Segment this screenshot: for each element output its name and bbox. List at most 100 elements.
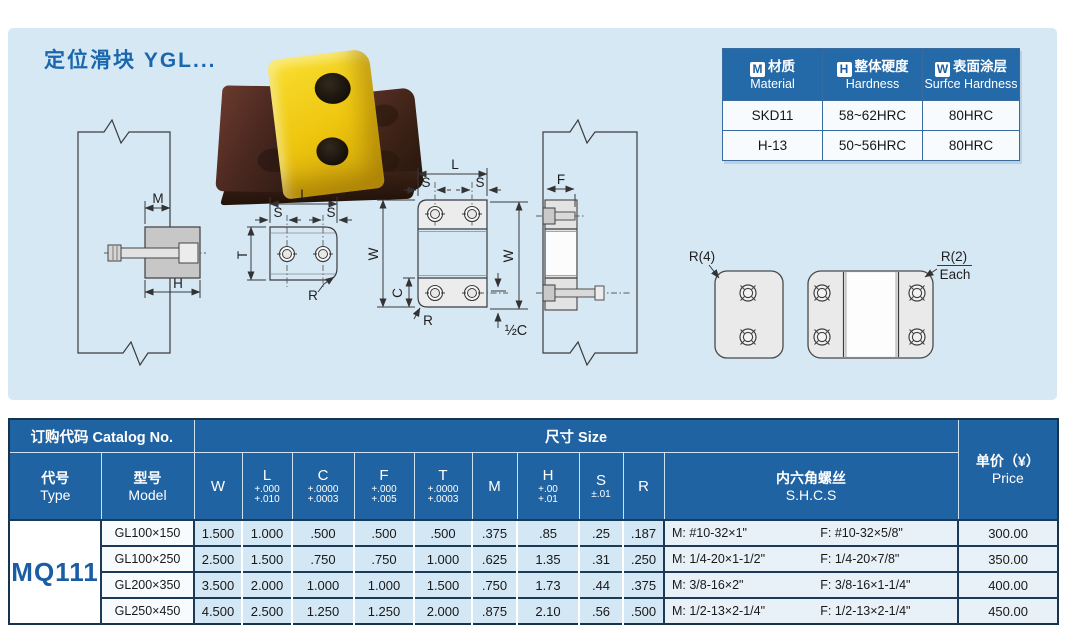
type-header: 代号 Type xyxy=(8,452,102,521)
hardness-en: Hardness xyxy=(845,77,900,91)
t-cell: 2.000 xyxy=(413,597,472,624)
s-cell: .56 xyxy=(578,597,623,624)
label-L: L xyxy=(451,157,459,172)
w-cell: 2.500 xyxy=(193,545,242,572)
label-R: R xyxy=(423,313,433,328)
col-c: C +.0000+.0003 xyxy=(291,452,355,521)
dim-L: L xyxy=(417,157,488,196)
hardness-cell: 50~56HRC xyxy=(822,130,923,161)
label-S: S xyxy=(326,205,335,220)
price-header-zh: 单价（¥） xyxy=(975,453,1040,469)
price-cell: 300.00 xyxy=(957,519,1059,546)
m-cell: .625 xyxy=(471,545,517,572)
label-C: C xyxy=(390,288,405,298)
dim-R: R xyxy=(412,307,433,328)
shcs-cell: M: 3/8-16×2"F: 3/8-16×1-1/4" xyxy=(662,571,960,598)
material-row: H-13 50~56HRC 80HRC xyxy=(722,130,1020,161)
surface-icon: W xyxy=(935,62,950,77)
col-r: R xyxy=(622,452,665,521)
size-table-header-row-1: 订购代码 Catalog No. 尺寸 Size 单价（¥） Price xyxy=(8,418,1059,521)
model-header: 型号 Model xyxy=(100,452,195,521)
s-cell: .31 xyxy=(578,545,623,572)
label-each: Each xyxy=(940,267,971,282)
col-shcs: 内六角螺丝 S.H.C.S xyxy=(663,452,959,521)
c-cell: 1.250 xyxy=(291,597,354,624)
l-cell: 2.500 xyxy=(241,597,292,624)
price-header-en: Price xyxy=(991,470,1024,486)
label-S: S xyxy=(421,175,430,190)
w-cell: 1.500 xyxy=(193,519,242,546)
w-cell: 3.500 xyxy=(193,571,242,598)
size-header: 尺寸 Size xyxy=(193,418,959,453)
model-cell: GL200×350 xyxy=(100,571,195,598)
col-s: S ±.01 xyxy=(578,452,624,521)
size-table-header-row-2: 代号 Type 型号 Model W L +.000+.010 C +.0000… xyxy=(8,452,1058,521)
dim-W-right: W xyxy=(490,201,528,310)
col-w: W xyxy=(193,452,243,521)
price-cell: 400.00 xyxy=(957,571,1059,598)
label-S: S xyxy=(475,175,484,190)
f-cell: .750 xyxy=(353,545,414,572)
block-single xyxy=(714,270,784,359)
h-cell: 1.73 xyxy=(516,571,579,598)
crosshair-hole xyxy=(813,328,831,346)
model-cell: GL100×150 xyxy=(100,519,195,546)
col-h: H +.00+.01 xyxy=(516,452,580,521)
view-front: L S S W C R xyxy=(366,157,528,339)
surface-en: Surfce Hardness xyxy=(924,77,1018,91)
shcs-cell: M: 1/2-13×2-1/4"F: 1/2-13×2-1/4" xyxy=(662,597,960,624)
h-cell: 1.35 xyxy=(516,545,579,572)
h-cell: 2.10 xyxy=(516,597,579,624)
col-l: L +.000+.010 xyxy=(241,452,293,521)
material-en: Material xyxy=(750,77,795,91)
crosshair-hole xyxy=(908,328,926,346)
dim-M: M xyxy=(144,191,171,224)
r-cell: .250 xyxy=(622,545,664,572)
label-R4: R(4) xyxy=(689,249,715,264)
label-S: S xyxy=(273,205,282,220)
l-cell: 1.500 xyxy=(241,545,292,572)
hardness-zh: 整体硬度 xyxy=(854,59,909,74)
s-cell: .25 xyxy=(578,519,623,546)
col-t: T +.0000+.0003 xyxy=(413,452,473,521)
model-cell: GL250×450 xyxy=(100,597,195,624)
label-F: F xyxy=(557,172,565,187)
material-zh: 材质 xyxy=(768,59,795,74)
c-cell: .750 xyxy=(291,545,354,572)
label-M: M xyxy=(152,191,163,206)
label-T: T xyxy=(235,251,250,259)
view-side-screws: F xyxy=(536,118,638,367)
material-row: SKD11 58~62HRC 80HRC xyxy=(722,100,1020,131)
label-half-C: ½C xyxy=(505,323,528,339)
dim-L: L xyxy=(269,187,338,223)
h-cell: .85 xyxy=(516,519,579,546)
f-cell: .500 xyxy=(353,519,414,546)
screw-hole xyxy=(276,245,298,263)
col-m: M xyxy=(471,452,518,521)
screw-hole xyxy=(312,245,334,263)
surface-cell: 80HRC xyxy=(922,130,1020,161)
screw xyxy=(107,242,199,264)
crosshair-hole xyxy=(908,284,926,302)
label-W: W xyxy=(501,249,516,262)
r-cell: .375 xyxy=(622,571,664,598)
page-title: 定位滑块 YGL... xyxy=(44,49,217,72)
r-cell: .500 xyxy=(622,597,664,624)
s-cell: .44 xyxy=(578,571,623,598)
label-W: W xyxy=(366,247,381,260)
screw xyxy=(536,207,585,225)
t-cell: 1.500 xyxy=(413,571,472,598)
detail-blocks: R(4) R(2) Each xyxy=(689,249,972,359)
table-row: GL250×450 4.500 2.500 1.250 1.250 2.000 … xyxy=(9,597,1059,624)
price-cell: 350.00 xyxy=(957,545,1059,572)
l-cell: 2.000 xyxy=(241,571,292,598)
price-cell: 450.00 xyxy=(957,597,1059,624)
dim-R: R xyxy=(308,276,335,303)
shcs-cell: M: 1/4-20×1-1/2"F: 1/4-20×7/8" xyxy=(662,545,960,572)
t-cell: 1.000 xyxy=(413,545,472,572)
label-L: L xyxy=(300,187,308,202)
dim-C: C xyxy=(390,277,415,308)
